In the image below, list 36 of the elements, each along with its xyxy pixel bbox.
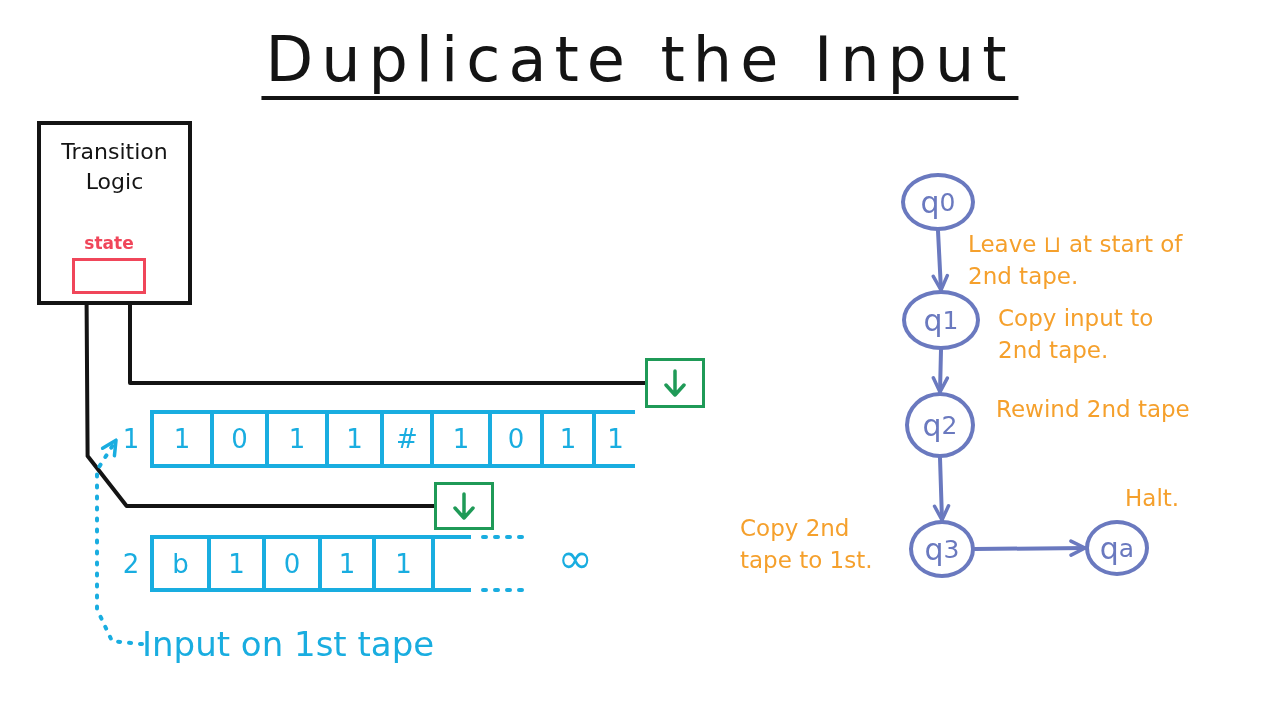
tape-cell: 1 <box>540 410 592 468</box>
tape-number: 2 <box>121 547 141 581</box>
transition-arrow <box>931 229 950 292</box>
control-unit-box <box>37 121 192 305</box>
tape-cell: 1 <box>150 410 210 468</box>
tape-cell: 0 <box>262 535 318 592</box>
tape-number: 1 <box>121 423 141 456</box>
wire-line <box>84 303 436 508</box>
unit-title: Transition Logic <box>61 138 168 196</box>
transition-arrow <box>973 539 1087 557</box>
tape-cell: b <box>150 535 207 592</box>
infinity-sign: ∞ <box>556 533 594 583</box>
tape-cell: 0 <box>210 410 265 468</box>
transition-arrow <box>932 456 951 522</box>
state-note: Copy 2nd tape to 1st. <box>740 514 874 575</box>
tape-cell: 1 <box>265 410 325 468</box>
tape-head-box <box>645 358 705 408</box>
tape-head-box <box>434 482 494 530</box>
annotation-text: Input on 1st tape <box>142 622 435 667</box>
tape-cell: # <box>380 410 430 468</box>
title-heading: Duplicate the Input <box>261 24 1019 100</box>
state-note: Copy input to 2nd tape. <box>998 304 1155 365</box>
tape-cell: 1 <box>430 410 488 468</box>
transition-arrow <box>931 348 950 394</box>
tape-cell: 1 <box>372 535 435 592</box>
tape-cell: 0 <box>488 410 540 468</box>
tape-cell: 1 <box>592 410 635 468</box>
tape-cell: 1 <box>325 410 380 468</box>
state-label: state <box>84 232 134 254</box>
state-note: Rewind 2nd tape <box>996 395 1190 424</box>
tape-cell: 1 <box>207 535 262 592</box>
leader-line <box>95 438 144 647</box>
state-note: Halt. <box>1125 484 1180 513</box>
tape-cell: 1 <box>318 535 372 592</box>
state-note: Leave ⊔ at start of 2nd tape. <box>968 230 1184 291</box>
wire-line <box>128 303 647 385</box>
